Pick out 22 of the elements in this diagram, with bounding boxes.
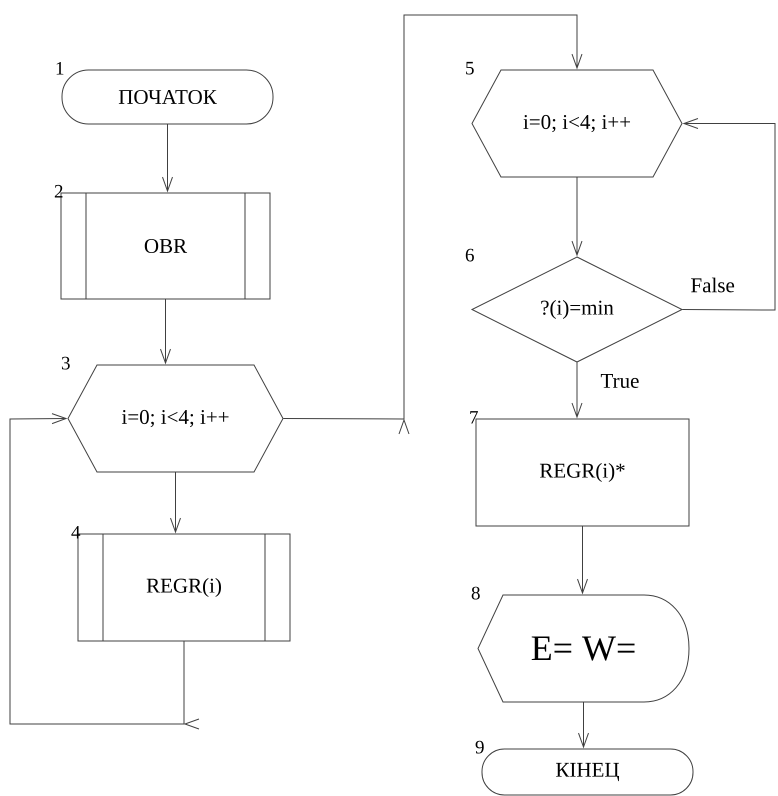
edge-label: False <box>688 276 737 294</box>
subprocess-box: OBR <box>60 192 270 300</box>
arrow <box>170 472 181 534</box>
edge-label: True <box>598 372 642 390</box>
step-number: 7 <box>470 411 478 424</box>
arrow <box>572 362 582 418</box>
arrow <box>578 702 589 748</box>
arrow <box>10 413 200 730</box>
step-number: 1 <box>56 62 64 74</box>
arrow <box>162 124 173 192</box>
arrow <box>160 299 171 364</box>
step-number: 3 <box>62 356 70 370</box>
step-number: 4 <box>71 526 80 538</box>
arrow <box>572 177 582 256</box>
step-number: 2 <box>54 184 62 198</box>
step-number: 8 <box>472 586 480 600</box>
step-number: 9 <box>476 740 484 754</box>
arrow <box>283 14 582 434</box>
step-number: 5 <box>466 62 474 74</box>
arrow <box>682 118 776 311</box>
process-box: REGR(i)* <box>476 418 690 526</box>
arrow <box>577 526 588 594</box>
